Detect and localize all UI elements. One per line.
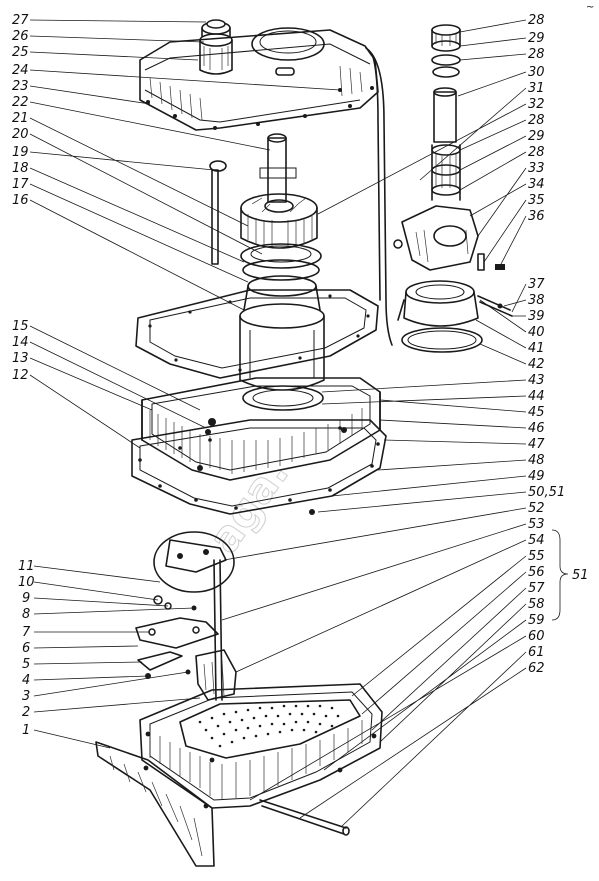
- callout-28c: 28: [528, 113, 545, 128]
- callout-1: 1: [22, 723, 30, 738]
- callout-19: 19: [12, 145, 29, 160]
- callout-29b: 29: [528, 129, 545, 144]
- callout-45: 45: [528, 405, 545, 420]
- callout-62: 62: [528, 661, 545, 676]
- callout-30: 30: [528, 65, 545, 80]
- callout-59: 59: [528, 613, 545, 628]
- callout-33: 33: [528, 161, 545, 176]
- callout-24: 24: [12, 63, 29, 78]
- callout-12: 12: [12, 368, 29, 383]
- callout-29a: 29: [528, 31, 545, 46]
- drain-pipe: [365, 47, 393, 346]
- callout-48: 48: [528, 453, 545, 468]
- spindle: [267, 137, 287, 203]
- rotor-drum: [240, 193, 318, 249]
- callout-47: 47: [528, 437, 545, 452]
- callout-8: 8: [22, 607, 30, 622]
- callout-28a: 28: [528, 13, 545, 28]
- main-housing: [131, 377, 387, 515]
- rotor-bowl: [239, 275, 325, 391]
- group-brace: [551, 529, 569, 621]
- bracket-disc: [153, 531, 235, 593]
- screen-perforations: [198, 704, 340, 748]
- corner-mark: ~: [586, 2, 594, 13]
- callout-27: 27: [12, 13, 29, 28]
- callout-16: 16: [12, 193, 29, 208]
- callout-5: 5: [22, 657, 30, 672]
- callout-60: 60: [528, 629, 545, 644]
- callout-11: 11: [18, 559, 35, 574]
- callout-7: 7: [22, 625, 31, 640]
- support-bracket: [95, 741, 215, 867]
- callout-22: 22: [12, 95, 29, 110]
- callout-38: 38: [528, 293, 545, 308]
- callout-25: 25: [12, 45, 29, 60]
- bottom-tray: [95, 683, 383, 867]
- right-callouts: 28 29 28 30 31 32 28 29 28 33 34 35 36 3…: [221, 13, 589, 827]
- callout-55: 55: [528, 549, 545, 564]
- callout-10: 10: [18, 575, 35, 590]
- tray-outer: [139, 683, 383, 809]
- callout-21: 21: [12, 111, 29, 126]
- gasket-frame: [135, 289, 379, 379]
- callout-32: 32: [528, 97, 545, 112]
- callout-61: 61: [528, 645, 545, 660]
- callout-28d: 28: [528, 145, 545, 160]
- breather-seal-ring: [401, 327, 483, 353]
- callout-40: 40: [528, 325, 545, 340]
- filler-cap: [199, 19, 233, 75]
- callout-56: 56: [528, 565, 545, 580]
- breather-tube: [433, 91, 457, 143]
- callout-20: 20: [12, 127, 29, 142]
- callout-4: 4: [22, 673, 30, 688]
- callout-9: 9: [22, 591, 30, 606]
- callout-36: 36: [528, 209, 545, 224]
- callout-23: 23: [12, 79, 29, 94]
- callout-43: 43: [528, 373, 545, 388]
- top-cover-assembly: [139, 19, 393, 346]
- callout-2: 2: [22, 705, 30, 720]
- group-label-51: 51: [572, 568, 589, 583]
- callout-42: 42: [528, 357, 545, 372]
- callout-49: 49: [528, 469, 545, 484]
- cover-opening: [251, 27, 325, 61]
- callout-57: 57: [528, 581, 545, 596]
- callout-54: 54: [528, 533, 545, 548]
- callout-53: 53: [528, 517, 545, 532]
- callout-37: 37: [528, 277, 545, 292]
- breather-elbow: [401, 205, 479, 271]
- breather-assembly: [393, 24, 513, 353]
- callout-17: 17: [12, 177, 29, 192]
- callout-46: 46: [528, 421, 545, 436]
- callout-41: 41: [528, 341, 545, 356]
- filter-screen: [179, 699, 361, 759]
- washer-lower: [242, 259, 320, 281]
- left-callouts: 27 26 25 24 23 22 21 20 19 18 17 16 15 1…: [12, 13, 341, 749]
- callout-28b: 28: [528, 47, 545, 62]
- washer-upper: [240, 243, 322, 269]
- callout-15: 15: [12, 319, 29, 334]
- callout-34: 34: [528, 177, 545, 192]
- callout-50-51: 50,51: [528, 485, 565, 500]
- callout-52: 52: [528, 501, 545, 516]
- mounting-plate: [135, 617, 219, 649]
- callout-58: 58: [528, 597, 545, 612]
- bracket-assembly: [135, 531, 237, 701]
- callout-31: 31: [528, 81, 545, 96]
- callout-18: 18: [12, 161, 29, 176]
- callout-44: 44: [528, 389, 545, 404]
- callout-3: 3: [22, 689, 30, 704]
- callout-35: 35: [528, 193, 545, 208]
- callout-39: 39: [528, 309, 545, 324]
- drain-tube: [259, 799, 347, 835]
- callout-6: 6: [22, 641, 30, 656]
- callout-26: 26: [12, 29, 29, 44]
- callout-13: 13: [12, 351, 29, 366]
- callout-14: 14: [12, 335, 29, 350]
